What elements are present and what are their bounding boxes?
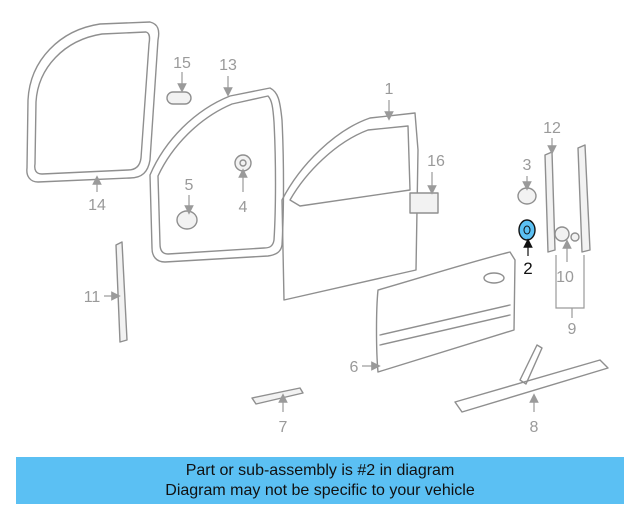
label-11: 11 (84, 289, 101, 306)
part-numbers: 1 2 3 4 5 6 7 8 9 10 11 12 13 14 15 16 (84, 55, 577, 436)
label-9: 9 (568, 321, 577, 338)
part-16-panel (409, 192, 439, 214)
label-16: 16 (427, 153, 445, 170)
label-7: 7 (279, 419, 288, 436)
part-10-bolt (554, 226, 580, 242)
caption-banner: Part or sub-assembly is #2 in diagram Di… (16, 457, 624, 504)
label-12: 12 (543, 120, 561, 137)
part-7-bracket (251, 387, 304, 405)
label-5: 5 (185, 177, 194, 194)
parts-diagram: 1 2 3 4 5 6 7 8 9 10 11 12 13 14 15 16 (26, 21, 609, 436)
label-8: 8 (530, 419, 539, 436)
leader-lines (92, 72, 585, 412)
label-3: 3 (523, 157, 532, 174)
part-8-rocker-moulding (454, 344, 609, 413)
label-4: 4 (239, 199, 248, 216)
part-3-fastener (517, 187, 537, 205)
label-2: 2 (523, 259, 532, 278)
part-1-door-shell (281, 112, 419, 301)
part-6-outer-panel (375, 251, 516, 373)
part-4-fastener (234, 154, 252, 172)
label-13: 13 (219, 57, 237, 74)
label-15: 15 (173, 55, 191, 72)
part-11-strip (115, 241, 128, 343)
part-14-opening-seal (26, 21, 160, 183)
label-10: 10 (556, 269, 574, 286)
part-13-door-seal (149, 87, 285, 263)
label-14: 14 (88, 197, 106, 214)
label-1: 1 (385, 81, 394, 98)
label-6: 6 (350, 359, 359, 376)
part-2-highlighted (518, 219, 536, 241)
caption-line-2: Diagram may not be specific to your vehi… (165, 481, 475, 499)
part-5-plug (176, 210, 198, 230)
part-15-plug (166, 91, 192, 105)
caption-line-1: Part or sub-assembly is #2 in diagram (185, 461, 455, 479)
